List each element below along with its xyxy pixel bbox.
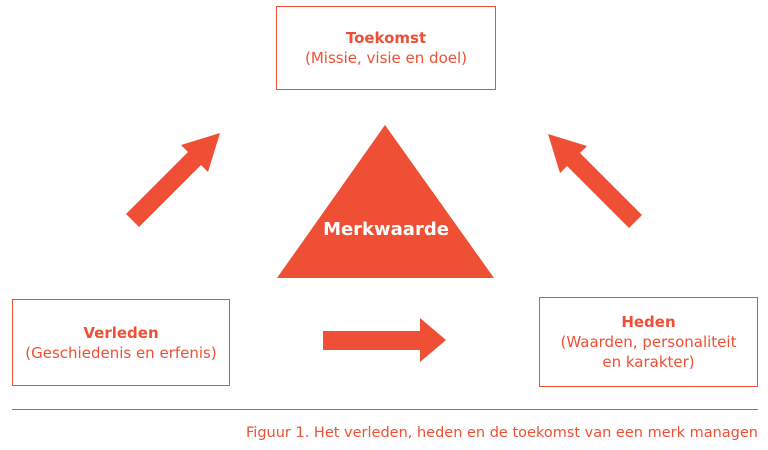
caption-divider	[12, 409, 758, 410]
center-label: Merkwaarde	[323, 219, 449, 240]
future-title: Toekomst	[345, 29, 427, 47]
past-title: Verleden	[83, 323, 159, 342]
future-box: Toekomst (Missie, visie en doel)	[276, 6, 496, 90]
present-title: Heden	[621, 313, 676, 331]
past-box: Verleden (Geschiedenis en erfenis)	[12, 299, 230, 386]
present-subtitle-line1: (Waarden, personaliteit	[560, 333, 737, 351]
arrow-up-left-icon	[548, 134, 642, 228]
figure-caption: Figuur 1. Het verleden, heden en de toek…	[246, 425, 758, 441]
present-subtitle-line2: en karakter)	[602, 353, 695, 371]
arrow-right-icon	[323, 318, 446, 362]
future-subtitle: (Missie, visie en doel)	[305, 49, 467, 67]
arrow-up-right-icon	[126, 133, 220, 227]
present-box: Heden (Waarden, personaliteit en karakte…	[539, 297, 758, 387]
center-triangle	[277, 125, 494, 278]
past-subtitle: (Geschiedenis en erfenis)	[25, 343, 217, 362]
